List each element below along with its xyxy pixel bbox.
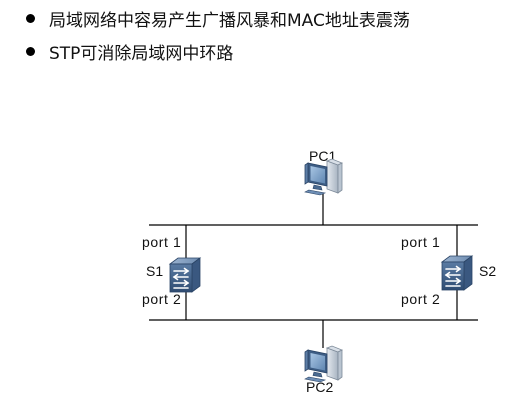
bullet-dot-icon xyxy=(26,13,35,23)
bullet-text: STP可消除局域网中环路 xyxy=(49,43,234,64)
switch-icon xyxy=(441,255,473,291)
bullet-item: 局域网络中容易产生广播风暴和MAC地址表震荡 xyxy=(26,6,410,31)
pc-node-top: PC1 xyxy=(304,148,343,196)
switch-icon xyxy=(169,257,201,293)
s2-port1-label: port 1 xyxy=(401,234,440,250)
s2-label: S2 xyxy=(479,263,496,279)
s2-port2-label: port 2 xyxy=(401,291,440,307)
pc-icon xyxy=(304,345,343,383)
bullet-dot-icon xyxy=(26,46,35,56)
s1-port1-label: port 1 xyxy=(142,234,181,250)
pc2-label: PC2 xyxy=(306,379,333,395)
pc-icon xyxy=(304,158,343,196)
s1-label: S1 xyxy=(146,263,163,279)
switch-node-left: port 1 S1 port 2 xyxy=(142,234,201,307)
pc-node-bottom: PC2 xyxy=(304,345,343,395)
s1-port2-label: port 2 xyxy=(142,291,181,307)
bullet-text: 局域网络中容易产生广播风暴和MAC地址表震荡 xyxy=(49,10,410,31)
bullet-item: STP可消除局域网中环路 xyxy=(26,39,234,64)
switch-node-right: port 1 S2 port 2 xyxy=(401,234,496,307)
link-lines xyxy=(149,193,478,348)
